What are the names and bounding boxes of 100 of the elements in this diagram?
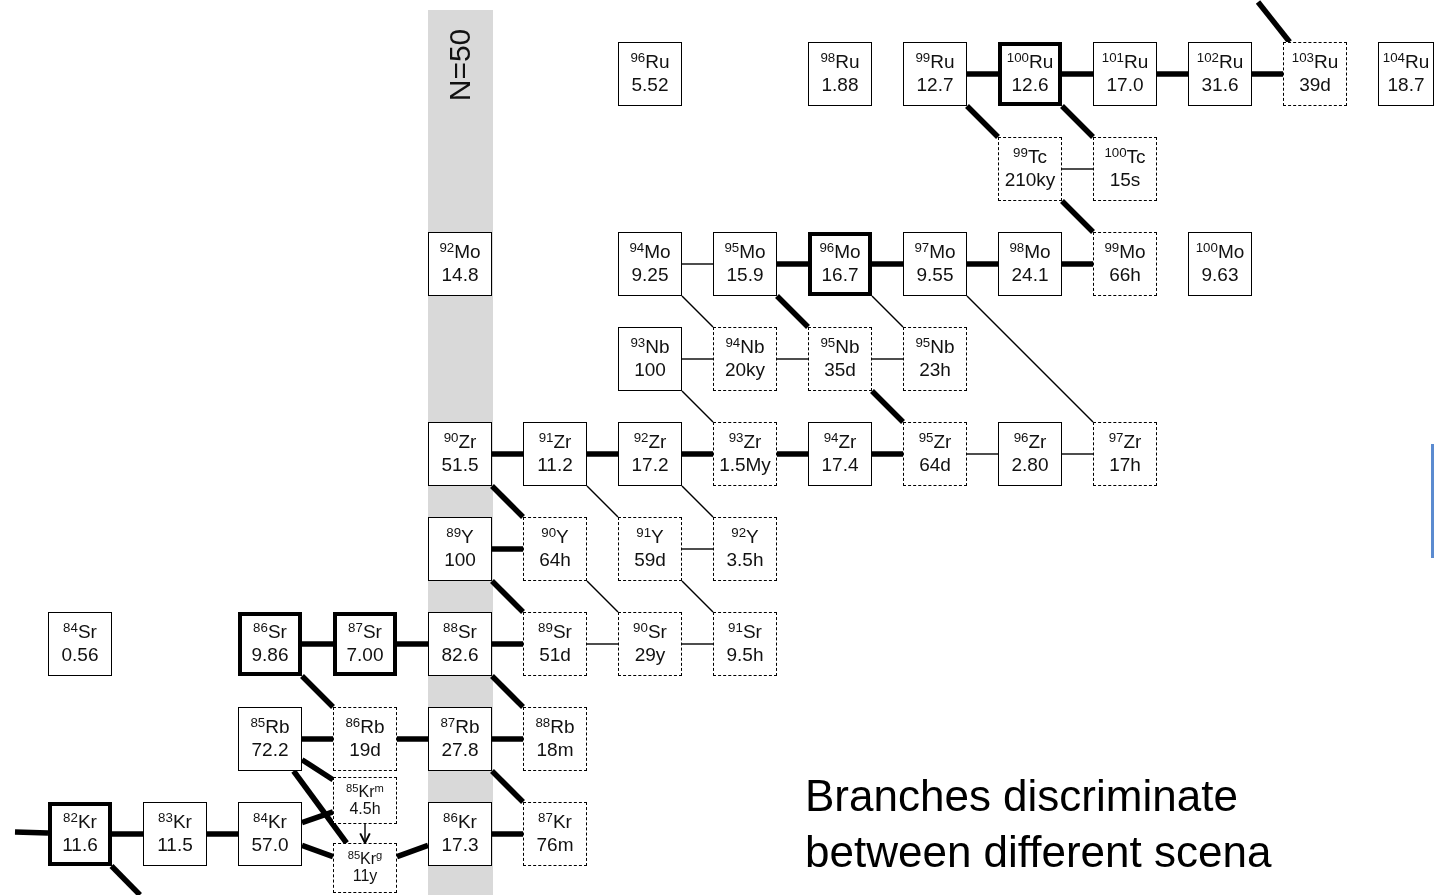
nuclide-box [238,802,302,866]
connector-line [872,451,903,457]
abundance-value: 5.52 [631,74,669,97]
half-life: 64d [919,454,951,477]
abundance-value: 2.80 [1011,454,1049,477]
connector-line [1062,71,1093,77]
connector-line [397,641,428,647]
nuclide-symbol: $^{82}$Kr [63,811,97,834]
nuclide-symbol: $^{96}$Ru [630,51,670,74]
nuclide-symbol: $^{94}$Zr [823,431,857,454]
connector-line [966,453,999,455]
nuclide-box [808,422,872,486]
connector-line [681,548,714,550]
half-life: 19d [349,739,381,762]
abundance-value: 17.2 [631,454,669,477]
nuclide-box [523,707,587,771]
half-life: 76m [536,834,574,857]
nuclide-symbol: $^{102}$Ru [1196,51,1244,74]
connector-line [681,358,714,360]
nuclide-box [1093,42,1157,106]
abundance-value: 7.00 [346,644,384,667]
nuclide-symbol: $^{97}$Mo [914,241,956,264]
abundance-value: 9.86 [251,644,289,667]
nuclide-box [998,232,1062,296]
magic-number-band [428,10,493,895]
half-life: 39d [1299,74,1331,97]
nuclide-box [713,612,777,676]
nuclide-box [1093,422,1157,486]
nuclide-box [48,802,112,866]
nuclide-box [333,612,397,676]
connector-line [681,580,714,613]
abundance-value: 24.1 [1011,264,1049,287]
nuclide-symbol: $^{99}$Ru [915,51,955,74]
connector-line [490,484,525,519]
nuclide-symbol: $^{91}$Zr [538,431,572,454]
connector-line [301,809,334,826]
nuclide-symbol: $^{93}$Nb [630,336,670,359]
connector-line [776,358,809,360]
connector-line [492,641,523,647]
nuclide-box [238,707,302,771]
nuclide-symbol: $^{95}$Nb [915,336,955,359]
nuclide-symbol: $^{90}$Y [541,526,569,549]
nuclide-box [238,612,302,676]
nuclide-symbol: $^{92}$Mo [439,241,481,264]
nuclide-symbol: $^{87}$Rb [440,716,480,739]
connector-line [966,295,1094,423]
nuclide-symbol: $^{95}$Zr [918,431,952,454]
abundance-value: 12.6 [1011,74,1049,97]
half-life: 23h [919,359,951,382]
connector-line [14,829,49,836]
abundance-value: 100 [444,549,476,572]
half-life: 59d [634,549,666,572]
half-life: 15s [1109,169,1141,192]
nuclide-box [428,612,492,676]
nuclide-symbol: $^{99}$Mo [1104,241,1146,264]
nuclide-symbol: $^{100}$Tc [1104,146,1146,169]
nuclide-symbol: $^{98}$Ru [820,51,860,74]
connector-line [967,71,998,77]
nuclide-symbol: $^{94}$Mo [629,241,671,264]
abundance-value: 27.8 [441,739,479,762]
abundance-value: 17.0 [1106,74,1144,97]
arrow [359,823,371,844]
connector-line [871,358,904,360]
half-life: 3.5h [726,549,764,572]
connector-line [1060,104,1095,139]
connector-line [492,736,523,742]
nuclide-symbol: $^{96}$Zr [1013,431,1047,454]
nuclide-box [713,517,777,581]
connector-line [490,769,525,804]
nuclide-symbol: $^{91}$Y [636,526,664,549]
abundance-value: 9.63 [1201,264,1239,287]
half-life: 9.5h [726,644,764,667]
nuclide-symbol: $^{104}$Ru [1382,51,1430,74]
half-life: 4.5h [349,800,381,818]
abundance-value: 72.2 [251,739,289,762]
half-life: 17h [1109,454,1141,477]
connector-line [1252,71,1283,77]
abundance-value: 82.6 [441,644,479,667]
abundance-value: 11.2 [537,454,573,477]
abundance-value: 57.0 [251,834,289,857]
connector-line [586,643,619,645]
nuclide-box [1188,42,1252,106]
nuclide-box [713,327,777,391]
nuclide-box [903,422,967,486]
nuclide-symbol: $^{89}$Y [446,526,474,549]
half-life: 51d [539,644,571,667]
connector-line [1157,71,1188,77]
nuclide-box [523,517,587,581]
abundance-value: 11.5 [157,834,193,857]
connector-line [967,261,998,267]
nuclide-box [998,137,1062,201]
nuclide-symbol: $^{95}$Nb [820,336,860,359]
nuclide-box [1283,42,1347,106]
nuclide-box [808,232,872,296]
nuclide-symbol: $^{92}$Y [731,526,759,549]
nuclide-symbol: $^{97}$Zr [1108,431,1142,454]
connector-line [682,451,713,457]
nuclide-symbol: $^{93}$Zr [728,431,762,454]
half-life: 18m [536,739,574,762]
nuclide-box [48,612,112,676]
